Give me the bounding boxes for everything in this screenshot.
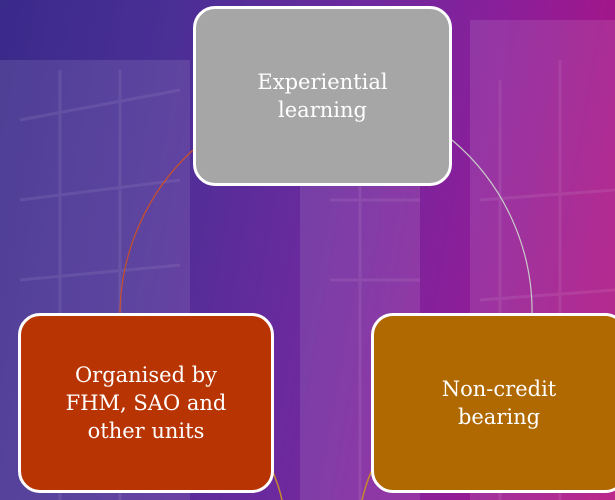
node-label-line: Organised by <box>74 363 218 387</box>
node-label-line: learning <box>278 98 367 122</box>
node-label-line: FHM, SAO and <box>65 391 227 415</box>
connector-arc-left <box>119 149 194 319</box>
node-experiential-learning: Experiential learning <box>193 6 452 186</box>
connector-arc-right <box>451 139 533 319</box>
node-organised-by: Organised by FHM, SAO and other units <box>18 313 274 493</box>
node-label-line: Experiential <box>257 70 388 94</box>
node-non-credit-bearing: Non-credit bearing <box>371 313 615 493</box>
node-label-line: other units <box>87 419 205 443</box>
node-label-line: bearing <box>457 405 541 429</box>
node-label-line: Non-credit <box>441 377 557 401</box>
